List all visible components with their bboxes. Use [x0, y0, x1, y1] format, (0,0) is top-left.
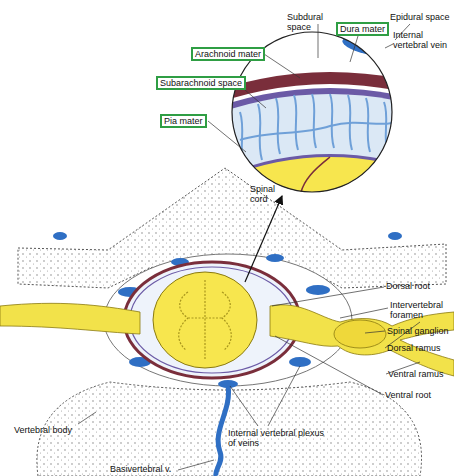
- vein-label: Basivertebral v.: [110, 464, 190, 474]
- vertebral-body: [37, 382, 422, 476]
- leader-lines: [78, 24, 420, 470]
- cord-label: Spinal cord: [250, 184, 284, 204]
- gray-matter: [179, 280, 232, 360]
- magnified-meninges: [0, 30, 454, 476]
- term-box: Pia mater: [160, 114, 207, 128]
- subdural-label: Subdural space: [287, 12, 347, 32]
- term-text: Subarachnoid space: [160, 78, 242, 88]
- term-box: Subarachnoid space: [156, 76, 246, 90]
- term-box: Dura mater: [336, 22, 389, 36]
- arachnoid-layer: [130, 267, 294, 373]
- root-label: Ventral root: [385, 390, 449, 400]
- body-label: Vertebral body: [14, 425, 84, 435]
- term-text: Dura mater: [340, 24, 385, 34]
- foramen-label: Intervertebral foramen: [390, 300, 452, 320]
- nerve-left: [0, 303, 140, 334]
- vein-label: Internal vertebral vein: [393, 30, 453, 50]
- plexus-label: Internal vertebral plexus of veins: [228, 428, 328, 448]
- magnify-arrow: [245, 196, 282, 282]
- ganglion-label: Spinal ganglion: [387, 326, 453, 336]
- spinal-cord: [153, 272, 257, 368]
- ramus-label: Ventral ramus: [388, 369, 452, 379]
- epidural-label: Epidural space: [390, 12, 450, 22]
- spinal-ganglion: [334, 320, 386, 348]
- term-text: Arachnoid mater: [195, 49, 261, 59]
- term-box: Arachnoid mater: [191, 47, 265, 61]
- basivertebral-vein: [216, 386, 229, 476]
- term-text: Pia mater: [164, 116, 203, 126]
- nerve-right: [270, 305, 454, 376]
- root-label: Dorsal root: [386, 281, 450, 291]
- ramus-label: Dorsal ramus: [387, 343, 451, 353]
